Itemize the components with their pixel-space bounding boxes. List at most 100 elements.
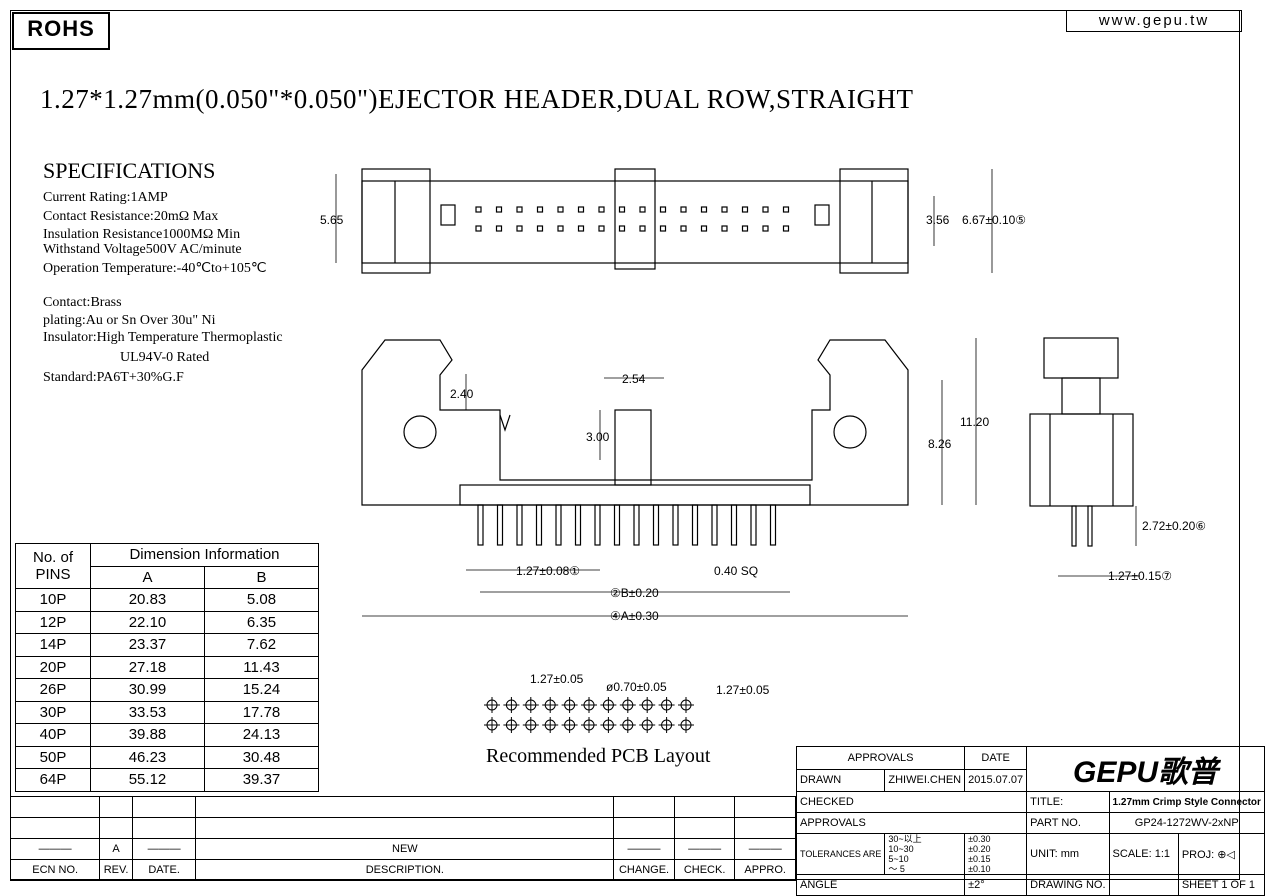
dim-pcb-hole: ø0.70±0.05: [606, 680, 667, 694]
spec-label: Contact Resistance:: [43, 209, 154, 224]
gepu-logo: GEPU歌普: [1026, 746, 1265, 792]
cell-b: 24.13: [204, 723, 319, 747]
cell-b: 15.24: [204, 678, 319, 702]
ecn-header: ECN NO.: [9, 859, 101, 881]
angle-label: ANGLE: [795, 874, 966, 896]
tolerance-ranges: 30~以上 10~30 5~10 ～ 5: [884, 833, 966, 875]
top-pin: [475, 225, 482, 232]
spec-label: Insulator:: [43, 330, 97, 345]
top-pin: [700, 225, 708, 232]
spec-line: plating:Au or Sn Over 30u" Ni: [43, 313, 216, 329]
cell-a: 55.12: [90, 768, 205, 792]
front-pin: [613, 504, 621, 546]
cell-b: 17.78: [204, 700, 319, 724]
spec-label: Contact:: [43, 295, 91, 310]
top-pin: [598, 225, 605, 232]
spec-value: 1AMP: [130, 190, 168, 205]
cell-pins: 14P: [15, 633, 91, 657]
check-header: CHECK.: [673, 859, 736, 881]
top-pin: [577, 206, 585, 213]
cell-pins: 50P: [15, 745, 91, 769]
top-pin: [721, 225, 728, 232]
dim-top-total: 6.67±0.10⑤: [962, 213, 1026, 227]
dim-side-pin: 2.72±0.20⑥: [1142, 519, 1206, 533]
spec-line: Operation Temperature:-40℃to+105℃: [43, 260, 267, 277]
latch-circle-left: [403, 415, 437, 449]
front-pin: [652, 504, 660, 546]
front-pin: [711, 504, 718, 546]
top-pin: [782, 225, 790, 232]
front-pin: [730, 504, 738, 546]
spec-line: Withstand Voltage500V AC/minute: [43, 242, 242, 258]
spec-value: Brass: [90, 295, 122, 310]
checked-label: CHECKED: [795, 791, 1028, 813]
top-pin: [557, 225, 564, 232]
col-b-header: B: [204, 565, 319, 589]
description-header: DESCRIPTION.: [195, 859, 615, 881]
dim-top-height: 5.65: [320, 213, 344, 227]
cell-a: 27.18: [90, 655, 205, 679]
cell-a: 39.88: [90, 723, 205, 747]
spec-line: Current Rating:1AMP: [43, 190, 168, 206]
rev-header: REV.: [99, 859, 133, 881]
spec-label: Insulation Resistance: [43, 227, 163, 242]
top-pin: [680, 206, 687, 213]
top-pin: [618, 225, 626, 232]
front-pin: [535, 504, 543, 546]
pcb-layout: [484, 697, 694, 733]
front-pin: [750, 504, 757, 546]
front-pin: [555, 504, 562, 546]
website-url[interactable]: www.gepu.tw: [1066, 10, 1242, 32]
drawn-date: 2015.07.07: [964, 768, 1028, 792]
top-pin: [618, 206, 626, 213]
title-block: APPROVALS DATE GEPU歌普 DRAWN ZHIWEI.CHEN …: [795, 746, 1265, 896]
front-pin: [691, 504, 699, 546]
top-body: [361, 180, 909, 264]
spec-value: Au or Sn Over 30u" Ni: [85, 313, 216, 328]
spec-label: Withstand Voltage: [43, 242, 146, 257]
top-pin: [782, 206, 790, 213]
dim-a: ④A±0.30: [610, 609, 659, 623]
cell-pins: 10P: [15, 588, 91, 612]
cell-a: 30.99: [90, 678, 205, 702]
proj-cell: PROJ: ⊕◁: [1177, 833, 1265, 875]
front-pin: [594, 504, 601, 546]
top-pin: [639, 225, 646, 232]
dim-side-pitch: 1.27±0.15⑦: [1108, 569, 1172, 583]
dim-pitch-row: 2.54: [622, 372, 646, 386]
cell-pins: 26P: [15, 678, 91, 702]
dim-ejector-gap: 2.40: [450, 387, 474, 401]
cell-a: 33.53: [90, 700, 205, 724]
top-pin: [741, 225, 749, 232]
technical-drawing: 5.65 3.56 6.67±0.10⑤ 2.40 2.54 3.00 8.26…: [320, 168, 1206, 733]
top-pin-row-1: [475, 206, 790, 213]
part-label: PART NO.: [1026, 812, 1110, 834]
cell-a: 22.10: [90, 610, 205, 634]
front-pin: [672, 504, 679, 546]
drawn-by: ZHIWEI.CHEN: [884, 768, 966, 792]
top-pin: [577, 225, 585, 232]
tolerances-label: TOLERANCES ARE: [795, 833, 886, 875]
drawing-no-label: DRAWING NO.: [1026, 874, 1110, 896]
side-pin-left: [1071, 505, 1077, 547]
top-key-slot: [614, 168, 656, 270]
top-pin: [536, 206, 544, 213]
cell-pins: 64P: [15, 768, 91, 792]
top-pin: [557, 206, 564, 213]
front-pin: [477, 504, 484, 546]
side-pin-right: [1087, 505, 1093, 547]
top-pin: [639, 206, 646, 213]
front-pin: [574, 504, 582, 546]
top-pin: [475, 206, 482, 213]
top-pin: [762, 206, 769, 213]
tolerance-values: ±0.30 ±0.20 ±0.15 ±0.10: [964, 833, 1028, 875]
spec-line: Contact:Brass: [43, 295, 122, 311]
spec-label: Current Rating:: [43, 190, 131, 205]
top-pin: [762, 225, 769, 232]
dimension-lines: [335, 169, 1140, 617]
top-pin: [700, 206, 708, 213]
